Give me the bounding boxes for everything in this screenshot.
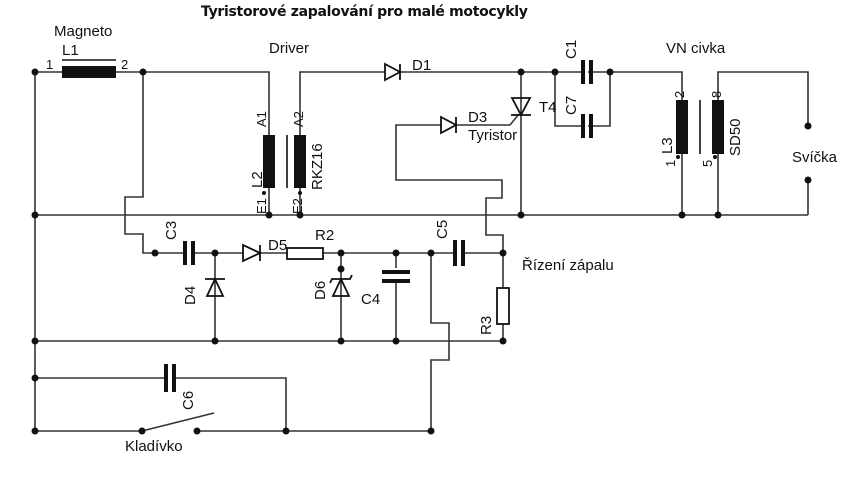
diode-d5 [242,243,263,263]
wire-c5-crossover [430,253,450,431]
label-tyristor: Tyristor [468,127,517,144]
wire-c1-to-l3 [588,71,683,100]
wire-crossover-c3 [124,72,155,254]
label-a2: A2 [291,111,306,127]
transformer-l2-rkz16 [262,135,306,195]
label-c6: C6 [180,391,197,410]
breaker-switch [141,412,215,432]
label-d3: D3 [468,109,487,126]
capacitor-c3 [183,241,195,265]
junction-nodes [31,68,812,435]
wire-d3-to-gate [456,113,520,126]
label-sd50-pin5: 5 [700,160,715,167]
wire-a2-to-d1 [299,71,385,135]
capacitor-c6 [164,364,176,392]
label-l1: L1 [62,42,79,59]
label-e1: E1 [254,198,269,214]
label-rkz16: RKZ16 [309,143,326,190]
wire-c7-right [588,72,611,127]
label-l3-pin2: 2 [672,91,687,98]
label-a1: A1 [254,111,269,127]
label-r2: R2 [315,227,334,244]
hv-coil-l3-sd50 [676,100,724,159]
label-vn-civka: VN civka [666,40,726,57]
label-d4: D4 [182,286,199,305]
label-d5: D5 [268,237,287,254]
label-r3: R3 [478,316,495,335]
label-c3: C3 [163,221,180,240]
resistor-r3 [496,287,510,325]
wire-sd50-top [717,71,809,126]
label-rizeni-zapalu: Řízení zápalu [522,257,614,274]
label-c7: C7 [563,96,580,115]
label-sd50: SD50 [727,118,744,156]
diode-d1 [384,62,402,82]
wire-c7-left [554,72,583,127]
label-magneto: Magneto [54,23,112,40]
resistor-r2 [286,247,324,260]
capacitor-c5 [453,240,465,266]
diode-d3 [440,115,458,135]
label-l2: L2 [249,171,266,188]
label-sd50-pin8: 8 [709,91,724,98]
label-svicka: Svíčka [792,149,838,166]
wires [34,71,809,432]
label-l1-pin2: 2 [121,57,128,72]
thyristor-t4 [510,97,532,117]
capacitor-c1 [581,60,593,84]
label-d1: D1 [412,57,431,74]
label-c1: C1 [563,40,580,59]
label-c5: C5 [434,220,451,239]
diagram-title: Tyristorové zapalování pro malé motocykl… [201,4,528,20]
label-l1-pin1: 1 [46,57,53,72]
label-e2: E2 [290,198,305,214]
diode-d4 [205,276,225,297]
zener-diode-d6 [329,274,353,297]
label-d6: D6 [312,281,329,300]
wire-gate-path [395,124,504,253]
capacitor-c4 [382,270,410,283]
label-t4: T4 [539,99,557,116]
wire-l1-to-a1 [116,71,270,135]
inductor-l1 [62,59,116,78]
label-driver: Driver [269,40,309,57]
label-kladivko: Kladívko [125,438,183,455]
label-l3-pin1: 1 [663,160,678,167]
capacitor-c7 [581,114,593,138]
label-c4: C4 [361,291,380,308]
label-l3: L3 [659,137,676,154]
wire [176,377,287,431]
